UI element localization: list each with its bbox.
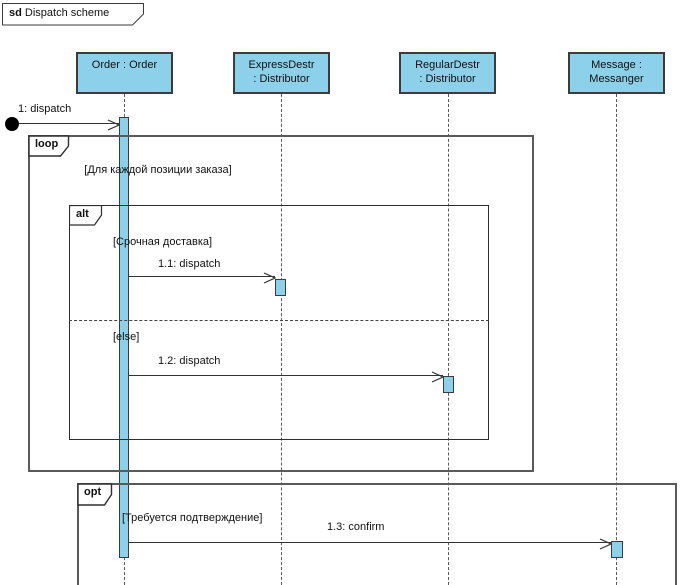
open-arrowhead-icon — [263, 271, 277, 289]
diagram-name: Dispatch scheme — [21, 7, 110, 19]
open-arrowhead-icon — [599, 537, 613, 555]
lifeline-label: Message : — [591, 59, 642, 71]
lifeline-head-express: ExpressDestr : Distributor — [233, 52, 330, 94]
activation-order — [119, 117, 129, 558]
lifeline-head-regular: RegularDestr : Distributor — [399, 52, 496, 94]
operator-label: alt — [76, 208, 89, 220]
diagram-title: sd Dispatch scheme — [9, 7, 109, 19]
lifeline-label: : Distributor — [419, 73, 476, 85]
message-label-1-1: 1.1: dispatch — [158, 258, 221, 270]
pentagon-shape — [77, 483, 113, 506]
pentagon-shape — [69, 205, 103, 226]
lifeline-label: RegularDestr — [415, 59, 480, 71]
activation-message — [611, 541, 623, 558]
guard-loop: [Для каждой позиции заказа] — [84, 164, 232, 176]
fragment-opt — [77, 483, 677, 585]
guard-alt-else: [else] — [113, 331, 140, 343]
message-line-1-2 — [129, 375, 443, 376]
open-arrowhead-icon — [107, 118, 121, 136]
alt-operand-divider — [69, 320, 489, 321]
message-line-1 — [19, 123, 119, 124]
fragment-operator-opt: opt — [77, 483, 113, 506]
operator-label: opt — [84, 486, 102, 498]
guard-opt: [Требуется подтверждение] — [122, 512, 263, 524]
guard-alt-if: [Срочная доставка] — [113, 236, 213, 248]
fragment-alt — [69, 205, 489, 440]
pentagon-shape — [2, 3, 144, 26]
fragment-operator-loop: loop — [28, 135, 70, 157]
activation-regular — [443, 376, 454, 393]
pentagon-shape — [28, 135, 70, 157]
fragment-operator-alt: alt — [69, 205, 103, 226]
lifeline-regular — [448, 94, 449, 585]
lifeline-head-message: Message : Messanger — [568, 52, 665, 94]
message-line-1-3 — [129, 542, 611, 543]
lifeline-label: Order : Order — [91, 59, 158, 71]
operator-label: loop — [35, 138, 59, 150]
diagram-title-tab: sd Dispatch scheme — [2, 3, 145, 26]
lifeline-label: ExpressDestr — [248, 59, 315, 71]
lifeline-label: : Distributor — [253, 73, 310, 85]
open-arrowhead-icon — [431, 370, 445, 388]
message-line-1-1 — [129, 276, 275, 277]
message-label-1: 1: dispatch — [18, 103, 72, 115]
lifeline-express — [281, 94, 282, 585]
sd-keyword: sd — [9, 7, 22, 19]
message-label-1-3: 1.3: confirm — [327, 521, 385, 533]
activation-express — [275, 279, 286, 296]
lifeline-label: Messanger — [589, 73, 644, 85]
lifeline-head-order: Order : Order — [76, 52, 173, 94]
message-label-1-2: 1.2: dispatch — [158, 355, 221, 367]
fragment-loop — [28, 135, 534, 472]
found-message-circle-icon — [5, 117, 19, 131]
lifeline-message — [616, 94, 617, 585]
